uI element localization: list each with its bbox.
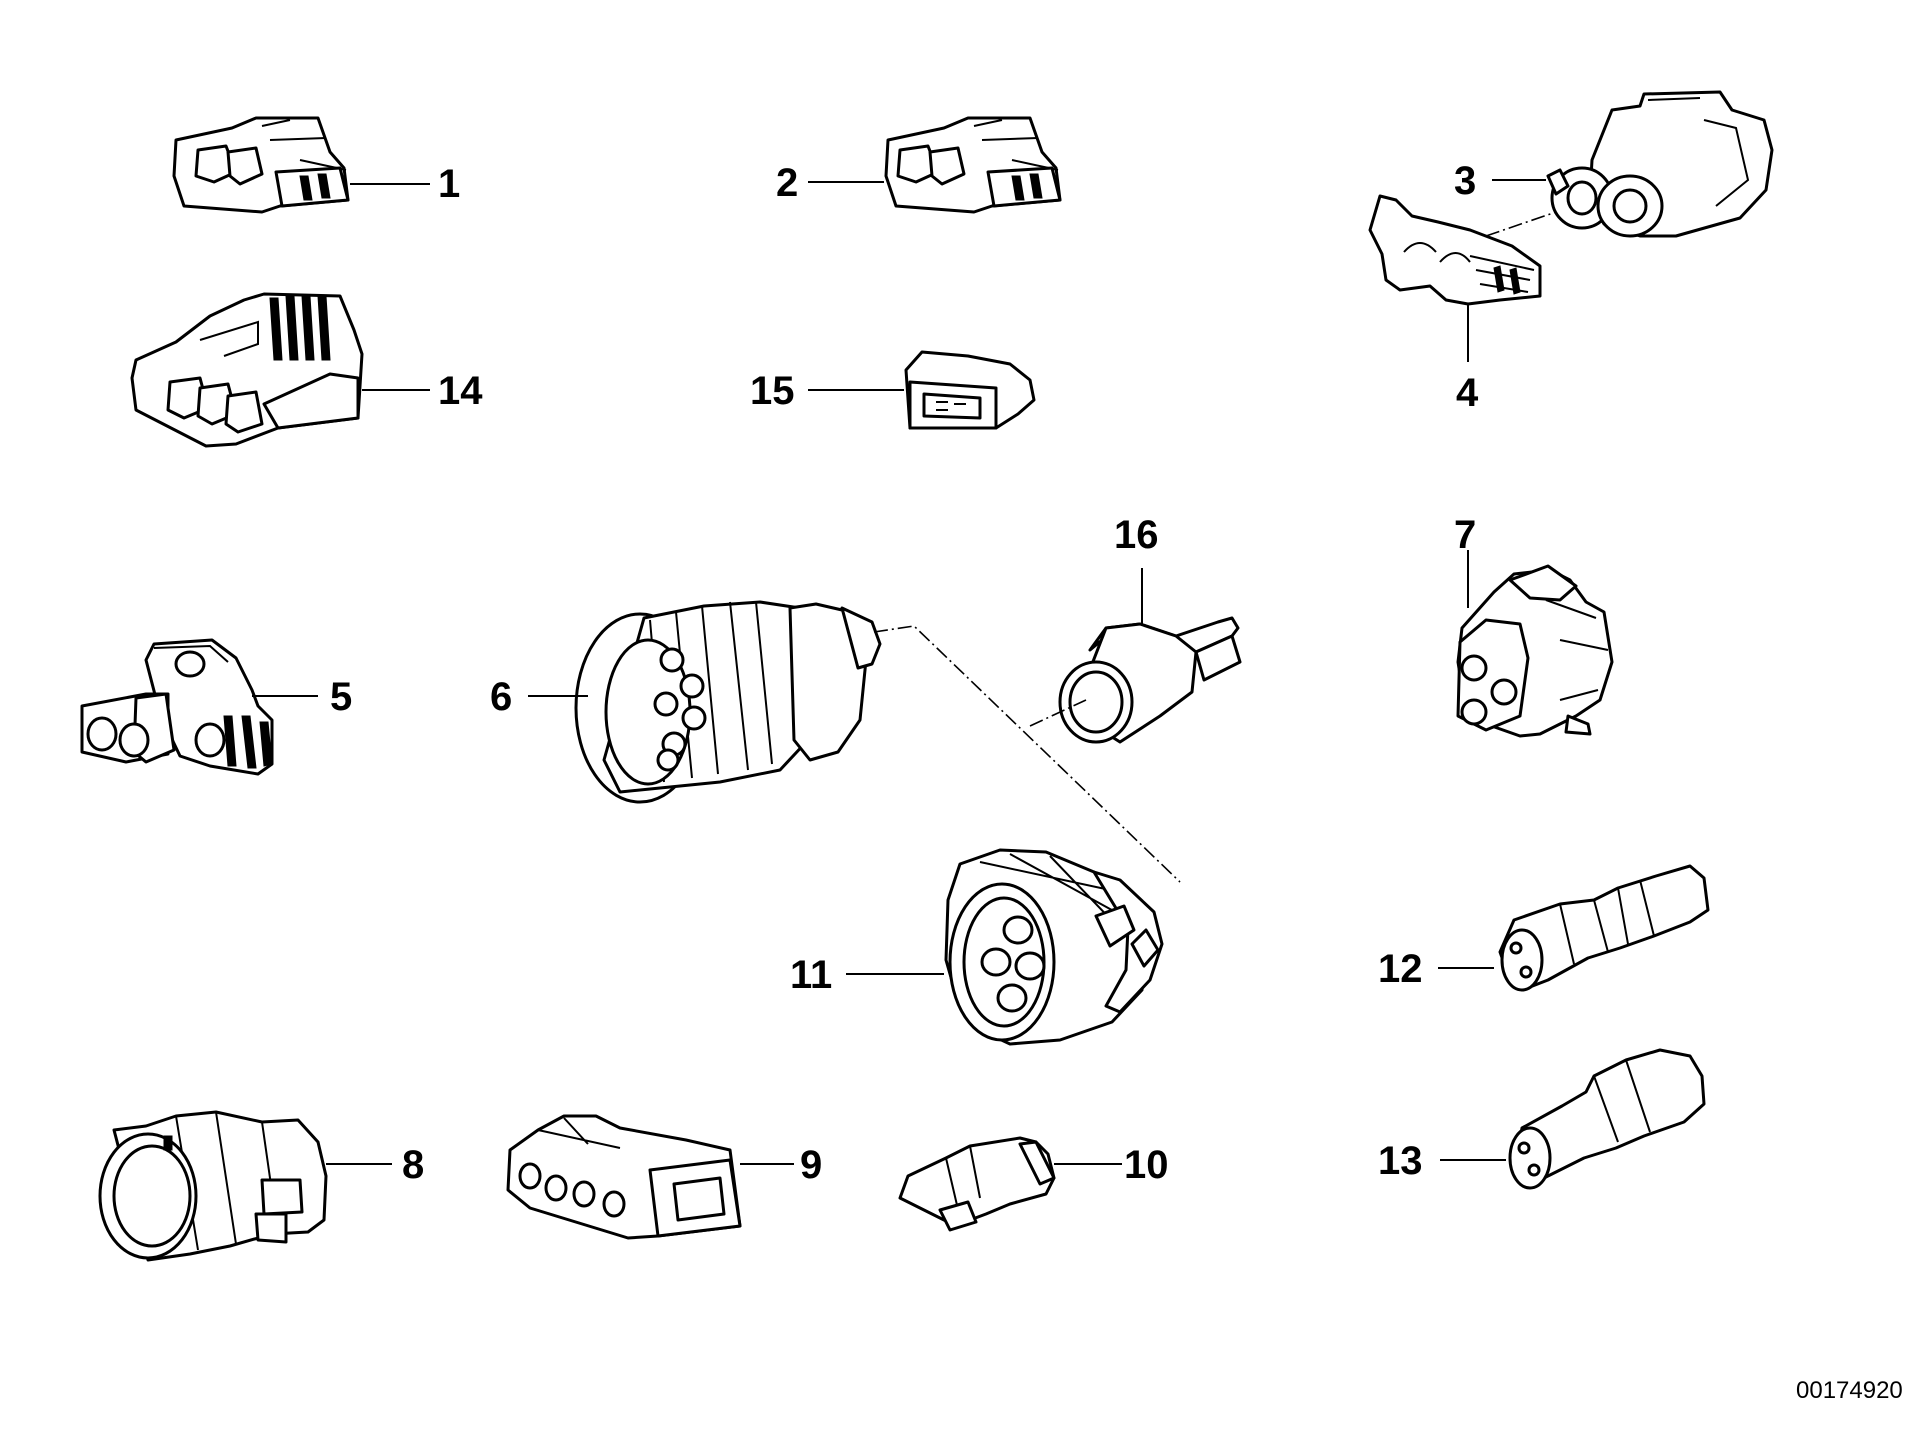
callout-12: 12 bbox=[1378, 947, 1423, 991]
part-3-connector[interactable]: 3 bbox=[1454, 90, 1774, 238]
callout-5: 5 bbox=[330, 675, 352, 719]
part-14-connector[interactable]: 14 bbox=[130, 292, 483, 448]
part-4-clip[interactable]: 4 bbox=[1368, 194, 1557, 415]
part-10-connector[interactable]: 10 bbox=[898, 1136, 1169, 1232]
callout-1: 1 bbox=[438, 162, 460, 206]
part-6-round-connector[interactable]: 6 bbox=[490, 600, 1181, 883]
callout-16: 16 bbox=[1114, 513, 1159, 557]
part-9-connector[interactable]: 9 bbox=[506, 1114, 822, 1240]
part-7-socket[interactable]: 7 bbox=[1454, 513, 1614, 738]
part-13-terminal[interactable]: 13 bbox=[1378, 1048, 1706, 1190]
callout-2: 2 bbox=[776, 161, 798, 205]
part-11-round-connector[interactable]: 11 bbox=[790, 848, 1164, 1046]
callout-3: 3 bbox=[1454, 159, 1476, 203]
callout-7: 7 bbox=[1454, 513, 1476, 557]
part-12-terminal[interactable]: 12 bbox=[1378, 864, 1710, 992]
callout-11: 11 bbox=[790, 953, 832, 997]
callout-4: 4 bbox=[1456, 371, 1479, 415]
callout-14: 14 bbox=[438, 369, 483, 413]
part-16-grommet[interactable]: 16 bbox=[1029, 513, 1242, 744]
part-2-connector[interactable]: 2 bbox=[776, 116, 1062, 214]
callout-6: 6 bbox=[490, 675, 512, 719]
document-id: 00174920 bbox=[1796, 1377, 1903, 1404]
part-15-connector[interactable]: 15 bbox=[750, 350, 1036, 430]
callout-10: 10 bbox=[1124, 1143, 1169, 1187]
part-5-connector[interactable]: 5 bbox=[80, 638, 352, 776]
part-1-connector[interactable]: 1 bbox=[172, 116, 460, 214]
callout-8: 8 bbox=[402, 1143, 424, 1187]
callout-13: 13 bbox=[1378, 1139, 1423, 1183]
part-8-round-connector[interactable]: 8 bbox=[98, 1110, 424, 1262]
callout-9: 9 bbox=[800, 1143, 822, 1187]
callout-15: 15 bbox=[750, 369, 795, 413]
